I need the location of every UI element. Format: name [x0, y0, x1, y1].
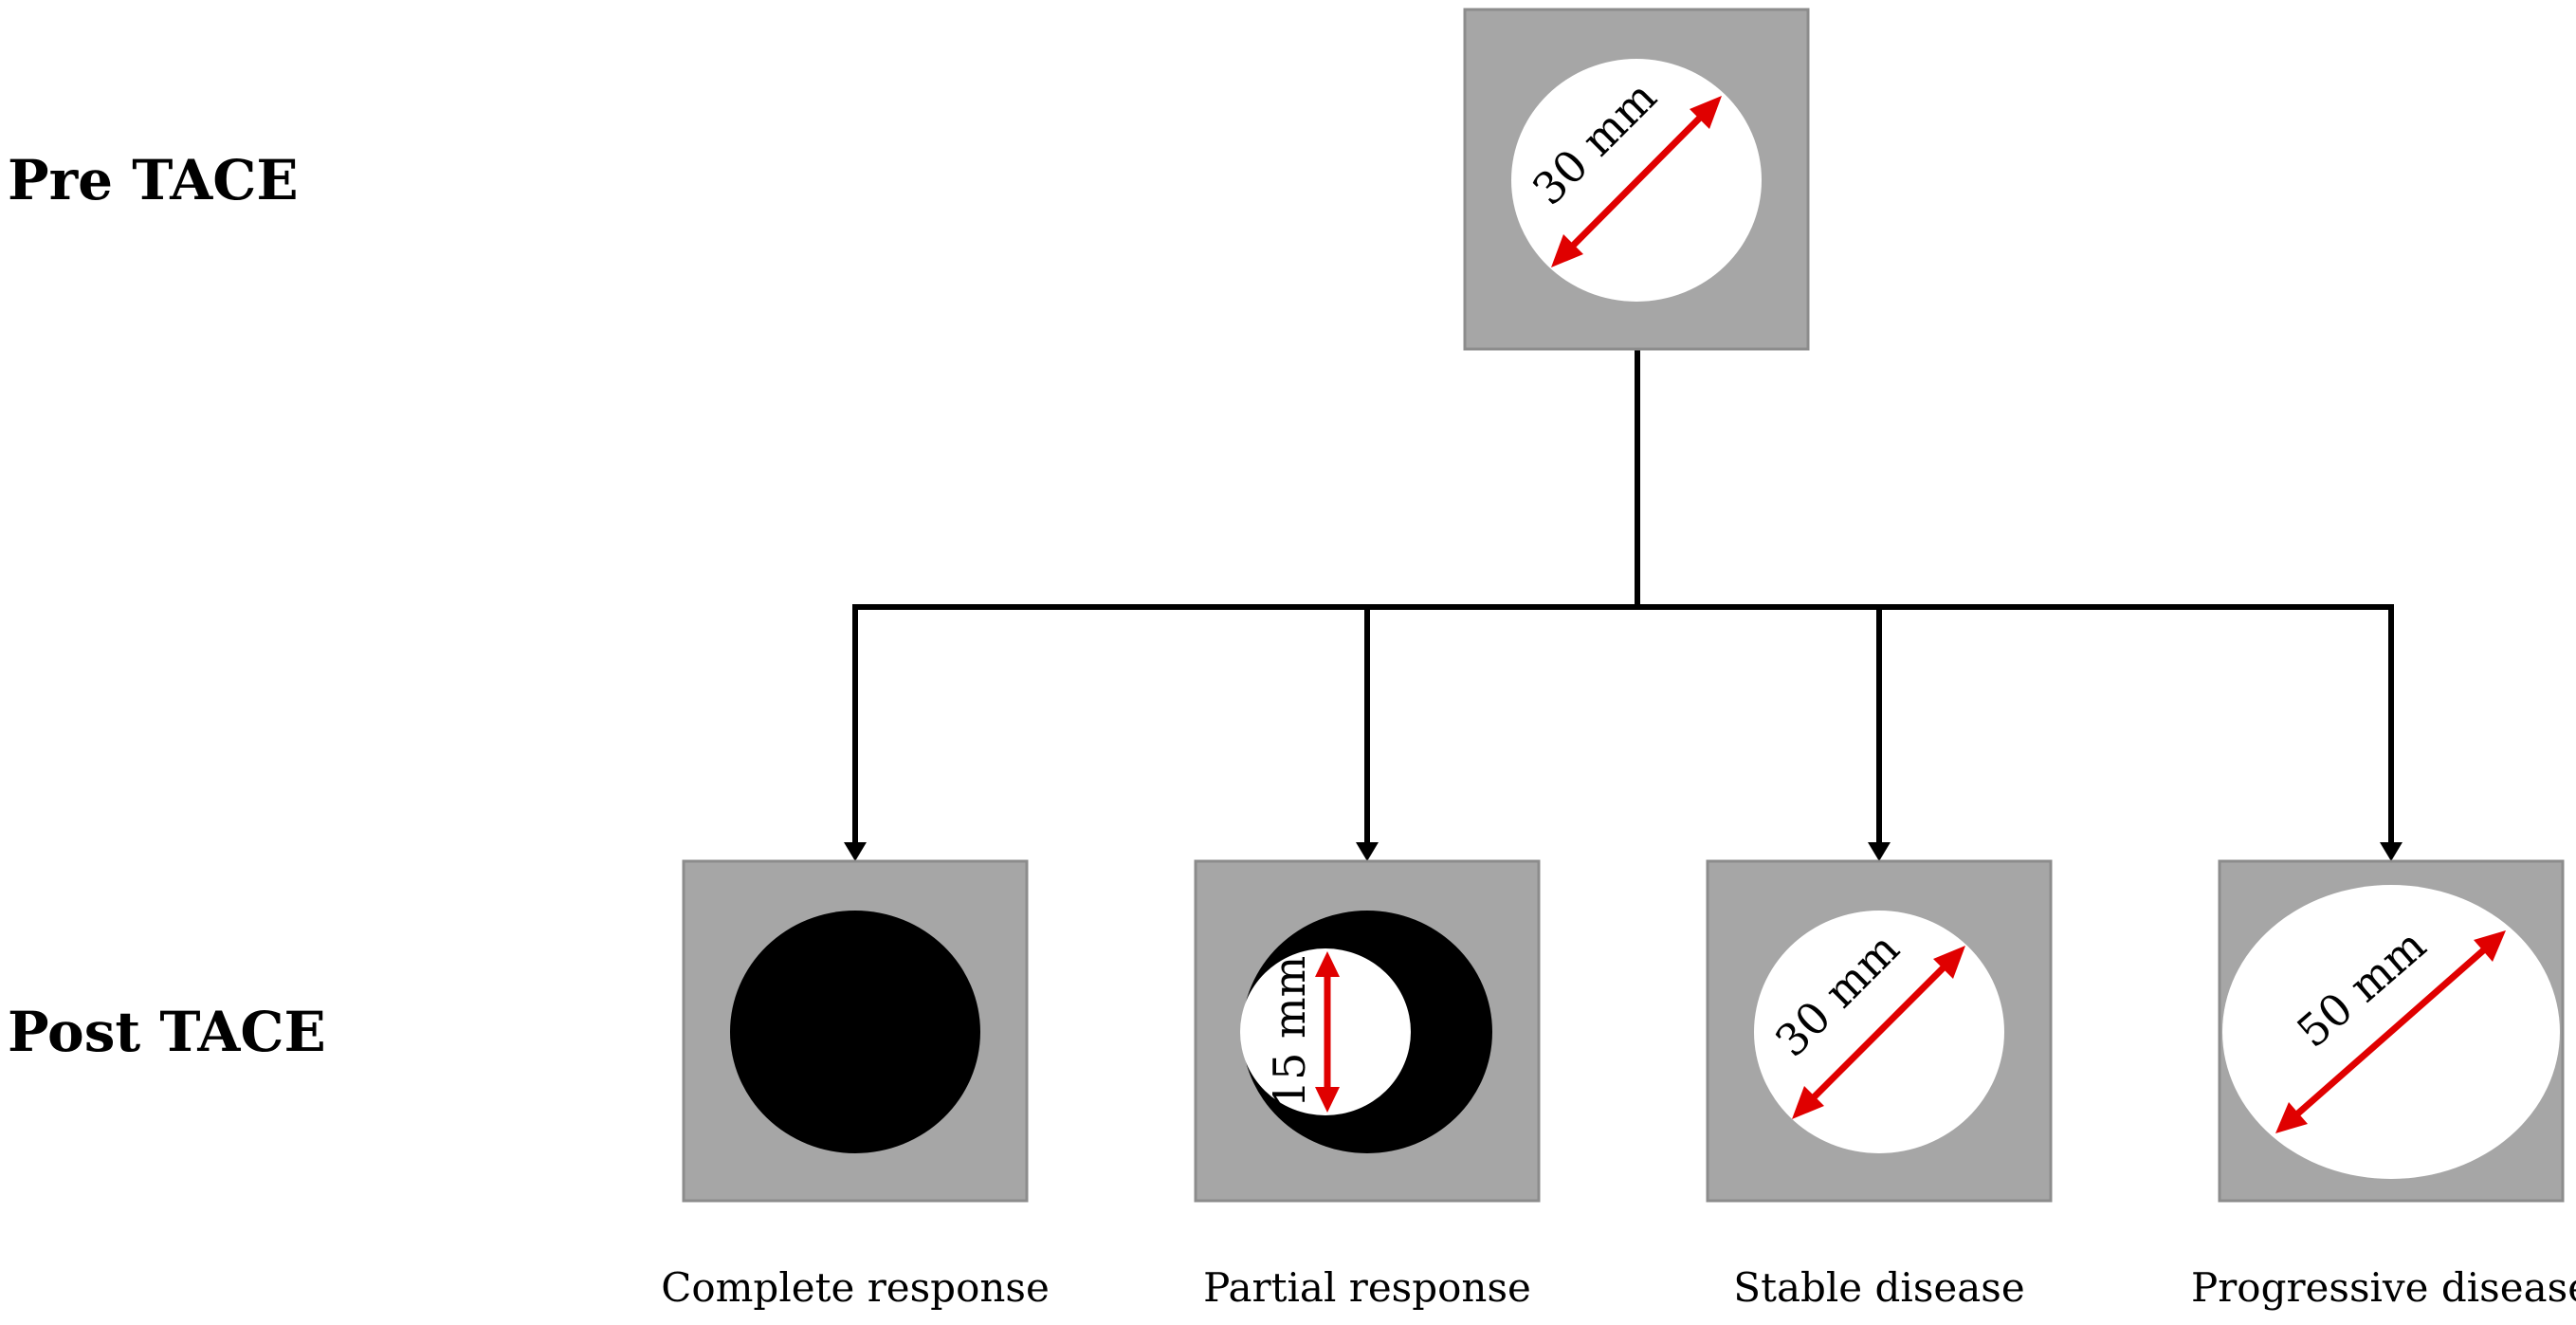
pre-measurement-arrow: [1563, 108, 1709, 255]
post-tace-label: Post TACE: [8, 1000, 326, 1064]
caption-partial-response: Partial response: [1203, 1264, 1531, 1311]
stable-arrowhead-end: [1933, 946, 1965, 979]
arrowhead-partial: [1356, 842, 1379, 861]
stable-arrowhead-start: [1792, 1086, 1824, 1119]
outcome-panel-partial-response: 15 mm Partial response: [1194, 859, 1541, 1311]
caption-stable-disease: Stable disease: [1733, 1264, 2024, 1311]
progressive-measurement-arrow: [2290, 943, 2492, 1121]
partial-measurement-label: 15 mm: [1264, 956, 1315, 1108]
pre-tace-panel: 30 mm: [1463, 8, 1810, 351]
progressive-arrowhead-start: [2275, 1102, 2308, 1133]
arrowhead-complete: [844, 842, 867, 861]
partial-arrowhead-start: [1315, 951, 1340, 977]
arrowhead-stable: [1868, 842, 1891, 861]
outcome-panel-stable-disease: 30 mm Stable disease: [1706, 859, 2053, 1311]
progressive-arrowhead-end: [2474, 930, 2506, 962]
pre-arrowhead-end: [1690, 96, 1722, 129]
pre-tace-label: Pre TACE: [8, 148, 299, 212]
caption-progressive-disease: Progressive disease: [2191, 1264, 2576, 1311]
partial-arrowhead-end: [1315, 1087, 1340, 1113]
caption-complete-response: Complete response: [661, 1264, 1050, 1311]
arrowhead-progressive: [2380, 842, 2402, 861]
connector-tree: [844, 349, 2402, 861]
outcome-panel-progressive-disease: 50 mm Progressive disease: [2191, 859, 2576, 1311]
complete-tumor-necrotic: [730, 911, 980, 1153]
outcome-panel-complete-response: Complete response: [661, 859, 1050, 1311]
stable-measurement-arrow: [1804, 958, 1953, 1107]
pre-arrowhead-start: [1551, 234, 1583, 267]
